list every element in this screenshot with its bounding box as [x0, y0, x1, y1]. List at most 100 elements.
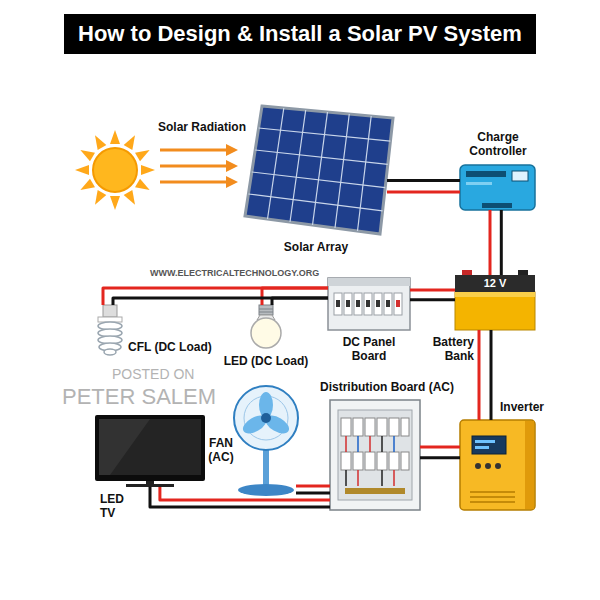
fan-figure-part: [238, 484, 294, 496]
negative-wire: [490, 330, 493, 420]
charge-controller-body-part: [512, 171, 528, 181]
component-label: Inverter: [500, 400, 560, 414]
distribution-board-body-part-part: [346, 436, 382, 486]
charge-controller: Charge Controller: [460, 165, 535, 210]
component-label: Distribution Board (AC): [320, 380, 476, 394]
fan-figure: [234, 386, 298, 496]
distribution-board-body-part-part: [365, 452, 375, 470]
fan-figure-part: [261, 413, 271, 423]
led-bulb-figure-part: [259, 309, 273, 310]
wire-pair: [479, 330, 491, 420]
inverter-body-part-part: [470, 501, 515, 503]
distribution-board-body-part-part: [389, 418, 399, 436]
solar-panel-part-part: [252, 172, 385, 188]
charge-controller-body-part: [460, 165, 535, 210]
component-label: Solar Array: [245, 240, 387, 254]
cfl-lamp-figure: [98, 305, 122, 355]
inverter-body: [460, 420, 535, 510]
radiation-arrows-part: [160, 149, 228, 152]
distribution-board-body-part: [338, 410, 412, 500]
component-label: Charge Controller: [452, 130, 544, 159]
charge-controller-body-part: [466, 171, 506, 177]
distribution-board-body-part-part: [353, 452, 363, 470]
sun-part-part: [91, 190, 107, 207]
led-bulb-figure-part: [259, 305, 273, 315]
sun-part-part: [91, 133, 107, 150]
sun-part-part: [135, 179, 152, 195]
dc-panel-body-part-part: [384, 293, 392, 315]
sun-part-part: [110, 196, 120, 210]
positive-wire: [489, 210, 492, 275]
solar-panel-part-part: [259, 128, 391, 141]
negative-wire: [296, 491, 330, 494]
radiation-label: Solar Radiation: [158, 120, 246, 134]
distribution-board-body-part-part: [389, 452, 399, 470]
positive-wire: [296, 485, 330, 488]
inverter: Inverter: [460, 420, 535, 510]
distribution-board-body-part-part: [341, 418, 351, 436]
inverter-body-part: [475, 446, 489, 449]
led-tv: LED TV: [95, 415, 205, 487]
negative-wire: [387, 179, 460, 182]
wire-pair: [420, 447, 460, 458]
inverter-body-part: [472, 436, 506, 454]
wire-pair: [262, 288, 328, 305]
dc-panel-board: DC Panel Board: [328, 278, 410, 330]
cfl-load: CFL (DC Load): [95, 305, 125, 355]
solar-array: Solar Array: [245, 105, 387, 235]
dc-panel-body: [328, 278, 410, 330]
positive-wire: [478, 330, 481, 420]
led-load: LED (DC Load): [250, 305, 282, 350]
inverter-body-part: [470, 492, 515, 502]
radiation-arrows-part: [160, 181, 228, 184]
tv-figure-part: [99, 419, 150, 475]
distribution-board-body-part-part: [358, 436, 394, 452]
sun-part-part: [110, 130, 120, 144]
inverter-body-part: [475, 463, 481, 469]
sun: [75, 130, 155, 210]
negative-wire: [500, 210, 503, 275]
charge-controller-body-part: [482, 203, 512, 208]
sun-part-part: [124, 190, 140, 207]
tv-figure-part: [99, 419, 201, 475]
distribution-board: Distribution Board (AC): [330, 400, 420, 510]
dc-panel-body-part-part: [374, 293, 382, 315]
distribution-board-body-part: [341, 418, 409, 470]
charge-controller-body-part: [466, 182, 492, 185]
distribution-board-body-part-part: [377, 452, 387, 470]
dc-panel-body-part-part: [336, 300, 340, 307]
battery-bank: 12 VBattery Bank: [455, 275, 535, 330]
battery-body: [455, 270, 535, 330]
component-label: LED (DC Load): [216, 354, 316, 368]
component-label: DC Panel Board: [328, 335, 410, 364]
dc-panel-body-part-part: [366, 300, 370, 307]
cfl-lamp-figure-part: [103, 305, 117, 317]
wire-pair: [296, 486, 330, 493]
distribution-board-body-part: [330, 400, 420, 510]
battery-body-part: [455, 292, 535, 330]
distribution-board-body-part-part: [353, 418, 363, 436]
cfl-lamp-figure-part-part: [104, 349, 116, 355]
distribution-board-body-part-part: [341, 452, 351, 470]
led-bulb-figure: [251, 305, 281, 348]
radiation-arrows: [160, 144, 238, 188]
sun-part-part: [78, 146, 95, 162]
solar-panel-part-part: [335, 114, 349, 228]
dc-panel-body-part-part: [344, 293, 352, 315]
dc-panel-body-part: [334, 293, 402, 315]
solar-panel-part-part: [290, 110, 306, 222]
tv-figure: [95, 415, 205, 487]
solar-panel-part-part: [255, 150, 388, 164]
inverter-body-part: [495, 463, 501, 469]
dc-panel-body-part-part: [334, 293, 342, 315]
posted-watermark: POSTED ON: [112, 366, 194, 383]
dc-panel-body-part-part: [346, 300, 350, 307]
inverter-body-part: [475, 440, 495, 443]
dc-panel-body-part-part: [394, 293, 402, 315]
solar-panel-part-part: [358, 116, 372, 231]
distribution-board-body-part-part: [401, 452, 409, 470]
positive-wire: [160, 487, 330, 500]
dc-panel-body-part-part: [364, 293, 372, 315]
